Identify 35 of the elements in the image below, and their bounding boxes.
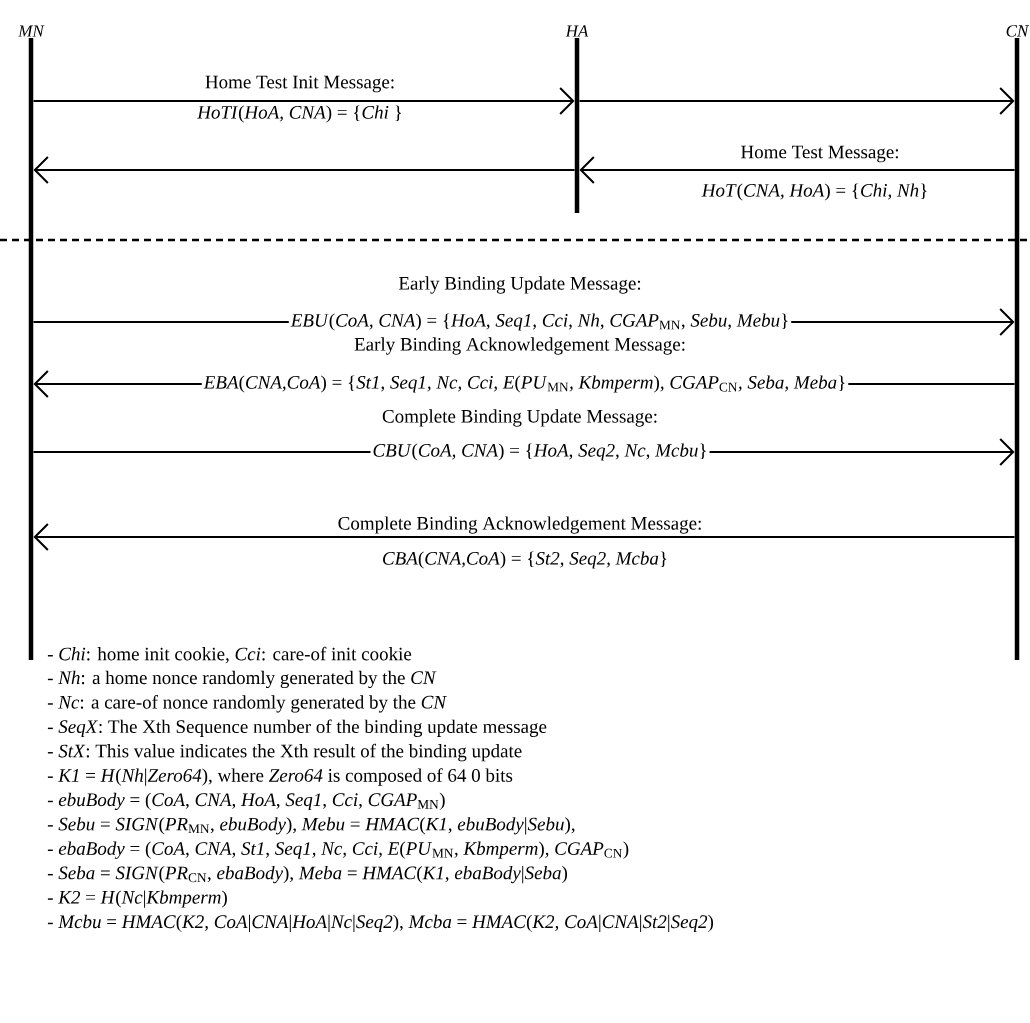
edge-label: EBU(CoA, CNA) = {HoA, Seq1, Cci, Nh, CGAP$_{MN}$, Sebu, Mebu} — [288, 311, 792, 333]
message-title: Home Test Message: — [738, 143, 902, 165]
arrow — [579, 156, 1016, 184]
node-label: MN — [18, 25, 45, 37]
note-text: - StX: This value indicates the Xth result of the binding update — [47, 743, 522, 762]
note-text: - Nh: a home nonce randomly generated by the CN — [47, 670, 437, 689]
arrow — [578, 87, 1015, 115]
edge-label: HoT(CNA, HoA) = {Chi, Nh} — [699, 181, 931, 203]
note-text: - Nc: a care-of nonce randomly generated by the CN — [47, 695, 447, 713]
note-text: - SeqX: The Xth Sequence number of the binding update message — [47, 719, 547, 737]
lifeline: MN — [18, 25, 45, 660]
message-title: Home Test Init Message: — [202, 73, 398, 95]
edge-label: HoTI(HoA, CNA) = {Chi } — [195, 103, 405, 125]
arrow — [33, 523, 1016, 551]
note-text: - K1 = H(Nh|Zero64), where Zero64 is composed of 64 0 bits — [47, 768, 513, 786]
message-title: Early Binding Update Message: — [396, 274, 644, 296]
message-title: Complete Binding Acknowledgement Message: — [335, 514, 705, 536]
message-title: Complete Binding Update Message: — [380, 407, 660, 429]
lifeline: CN — [1006, 25, 1030, 660]
note-text: - K2 = H(Nc|Kbmperm) — [47, 890, 227, 908]
lifeline: HA — [565, 25, 589, 213]
node-label: CN — [1006, 25, 1030, 37]
edge-label: CBU(CoA, CNA) = {HoA, Seq2, Nc, Mcbu} — [370, 441, 710, 463]
note-text: - Sebu = SIGN(PR$_{MN}$, ebuBody), Mebu = HMAC(K1, ebuBody|Sebu), — [47, 817, 575, 835]
node-label: HA — [565, 25, 589, 37]
note-text: - Mcbu = HMAC(K2, CoA|CNA|HoA|Nc|Seq2), Mcba = HMAC(K2, CoA|CNA|St2|Seq2) — [47, 914, 714, 933]
edge-label: CBA(CNA,CoA) = {St2, Seq2, Mcba} — [379, 549, 671, 571]
note-text: - Chi: home init cookie, Cci: care-of init cookie — [47, 646, 412, 664]
note-text: - ebaBody = (CoA, CNA, St1, Seq1, Nc, Cci, E(PU$_{MN}$, Kbmperm), CGAP$_{CN}$) — [47, 841, 629, 859]
edge-label: EBA(CNA,CoA) = {St1, Seq1, Nc, Cci, E(PU$_{MN}$, Kbmperm), CGAP$_{CN}$, Seba, Meba} — [201, 373, 849, 395]
note-text: - Seba = SIGN(PR$_{CN}$, ebaBody), Meba = HMAC(K1, ebaBody|Seba) — [47, 866, 568, 884]
arrow — [32, 87, 575, 115]
arrow — [33, 156, 576, 184]
message-title: Early Binding Acknowledgement Message: — [352, 335, 688, 357]
note-text: - ebuBody = (CoA, CNA, HoA, Seq1, Cci, CGAP$_{MN}$) — [47, 792, 445, 811]
